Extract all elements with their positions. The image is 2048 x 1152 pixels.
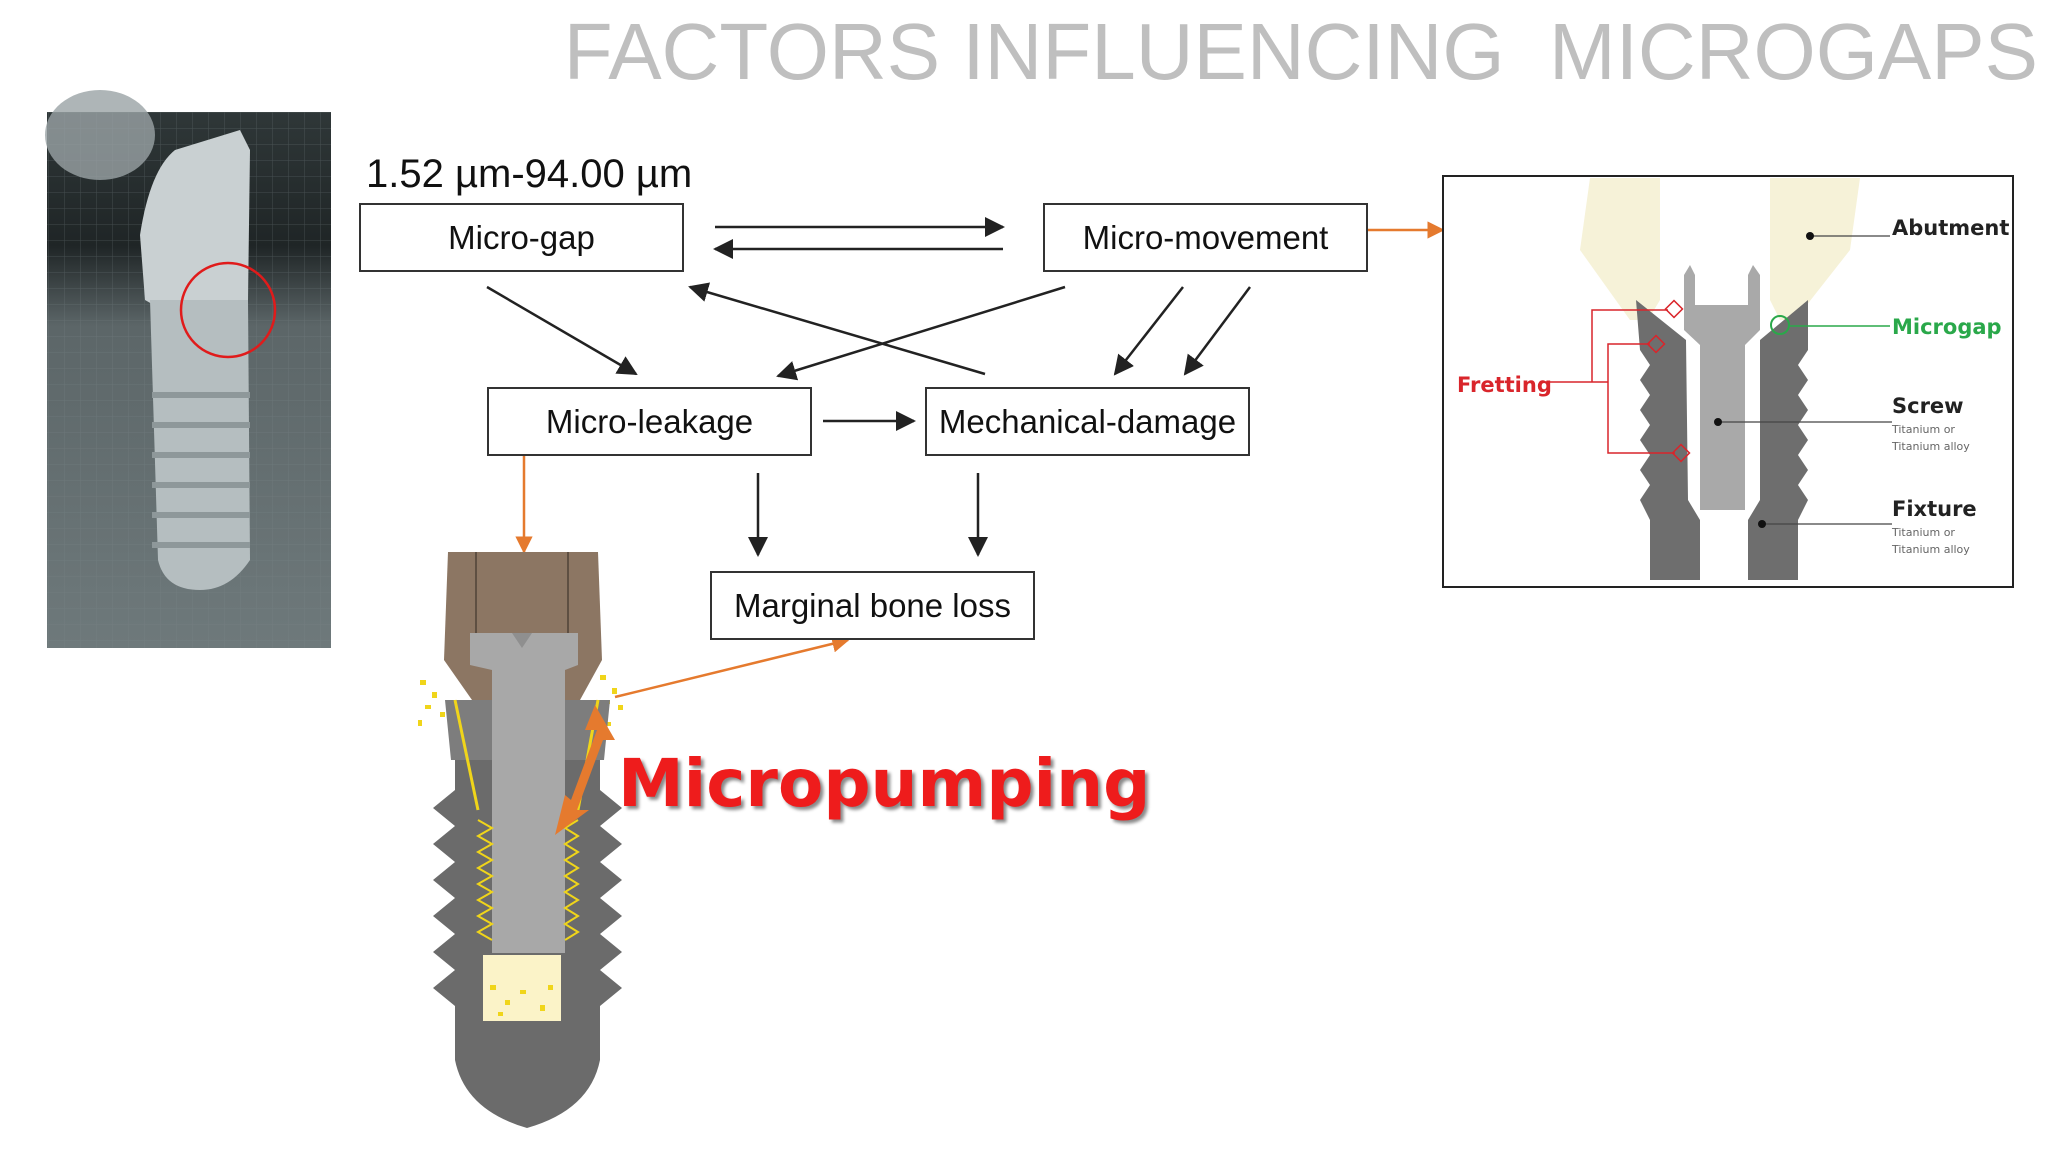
arrow-damage-to-gap (688, 282, 986, 376)
label-screw-material-1: Titanium or (1891, 423, 1955, 436)
orange-arrow-implant-to-boneloss (614, 635, 850, 699)
gap-range-label: 1.52 µm-94.00 µm (366, 152, 693, 196)
node-micro-gap: Micro-gap (359, 203, 684, 272)
label-microgap: Microgap (1892, 315, 2002, 339)
node-marginal-bone-loss: Marginal bone loss (710, 571, 1035, 640)
arrow-movement-to-damage-2 (1183, 286, 1252, 376)
node-micro-leakage: Micro-leakage (487, 387, 812, 456)
arrow-movement-to-damage-1 (1113, 286, 1184, 376)
label-fixture-material-2: Titanium alloy (1891, 543, 1970, 556)
micropumping-label: Micropumping (618, 745, 1151, 822)
node-mechanical-damage: Mechanical-damage (925, 387, 1250, 456)
label-fretting: Fretting (1457, 373, 1552, 397)
label-fixture-material-1: Titanium or (1891, 526, 1955, 539)
label-fixture: Fixture (1892, 497, 1977, 521)
arrow-movement-to-leakage (776, 285, 1066, 381)
arrow-gap-to-leakage (486, 285, 638, 376)
label-screw-material-2: Titanium alloy (1891, 440, 1970, 453)
slide-title: FACTORS INFLUENCING MICROGAPS (563, 7, 2038, 96)
label-screw: Screw (1892, 394, 1964, 418)
label-abutment: Abutment (1892, 216, 2009, 240)
node-micro-movement: Micro-movement (1043, 203, 1368, 272)
xray-highlight-circle (179, 261, 277, 359)
